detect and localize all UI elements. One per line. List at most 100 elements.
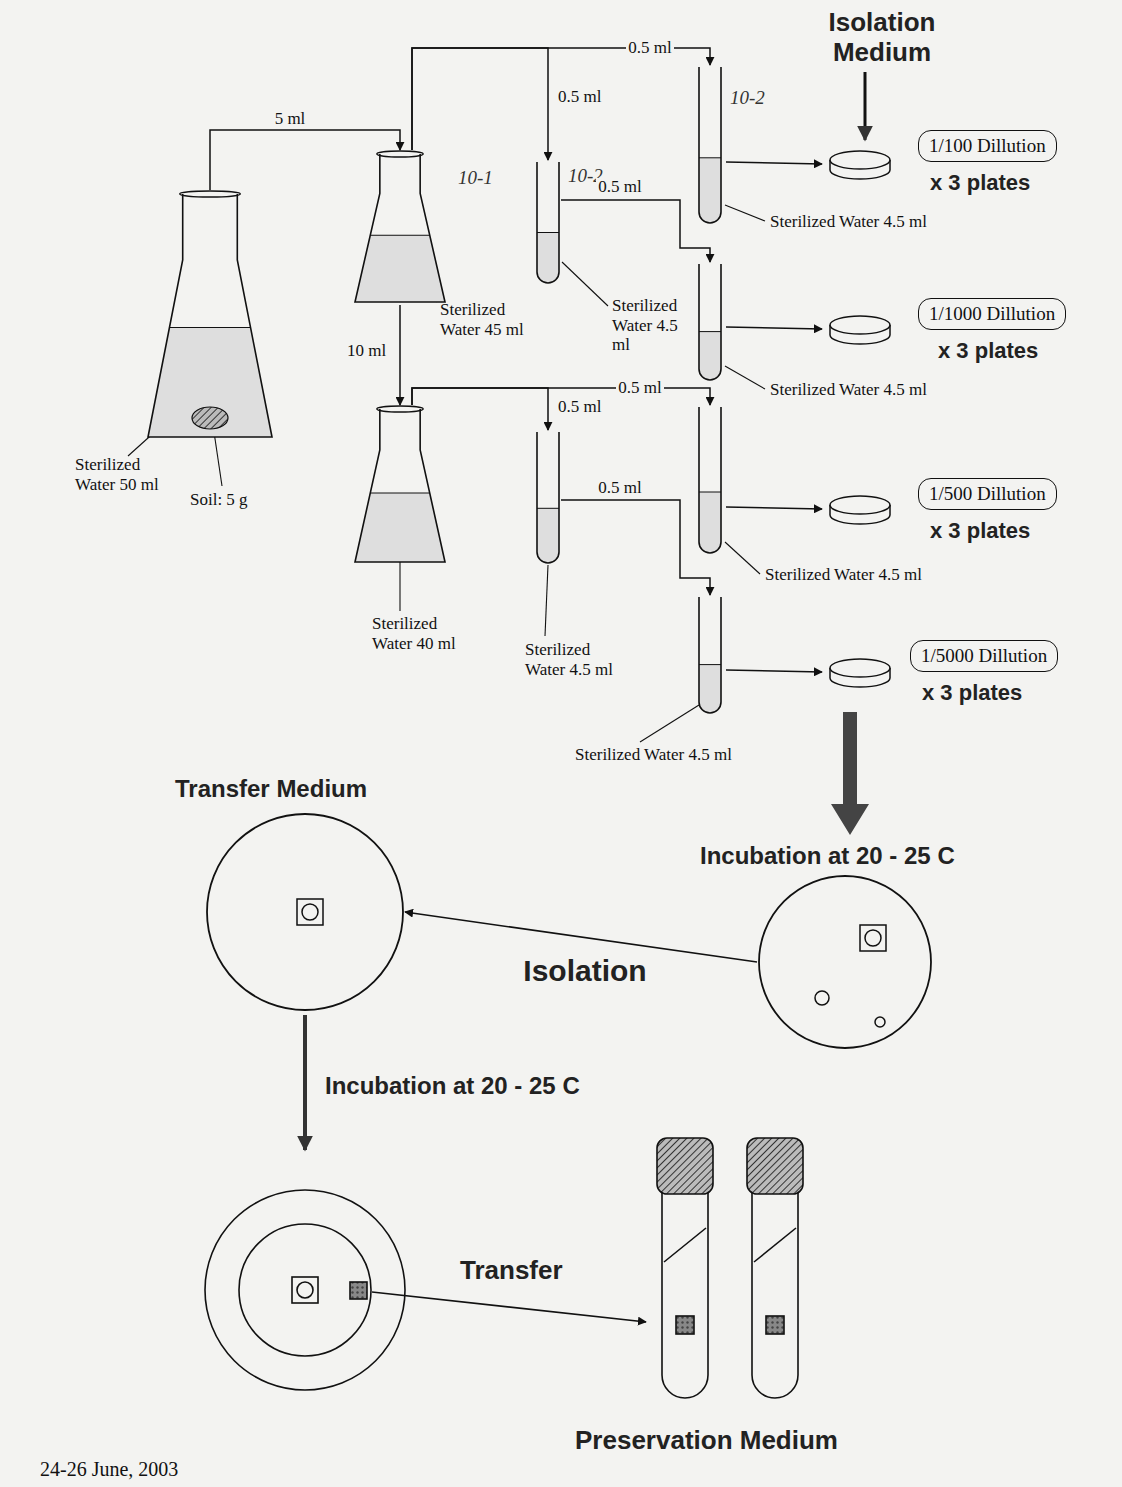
petri-dishes [830, 151, 890, 687]
dilution-label: 1/500 Dillution [929, 483, 1046, 505]
tube-outline [697, 65, 723, 225]
big-down-arrow [831, 712, 869, 835]
tube-wall [699, 407, 721, 553]
petri-dish [830, 659, 890, 677]
volume-label: 0.5 ml [596, 479, 643, 498]
leader-line [725, 366, 765, 389]
volume-label: 0.5 ml [556, 398, 603, 417]
preservation-tubes [657, 1138, 803, 1398]
growth-zone [239, 1224, 371, 1356]
water [537, 508, 559, 563]
section-heading: Isolation Medium [812, 8, 952, 68]
dilution-box: 1/1000 Dillution [918, 298, 1066, 330]
flask-lip [180, 191, 241, 197]
transfer-connector [412, 388, 548, 430]
vessel-label: Sterilized Water 4.5 ml [575, 745, 732, 765]
leader-lines [128, 205, 765, 742]
petri-plate: Incubation at 20 - 25 C [757, 874, 933, 1050]
plating-arrow [726, 162, 822, 164]
flask-wall [355, 154, 445, 302]
date-note: 24-26 June, 2003 [40, 1458, 178, 1481]
transfer-arrow [372, 1292, 646, 1322]
vessel-label: Sterilized Water 4.5 ml [765, 565, 922, 585]
tube-outline [697, 405, 723, 555]
mycelium-block [350, 1282, 367, 1299]
water-line [699, 492, 721, 493]
flask-wall [148, 194, 272, 437]
water [699, 332, 721, 380]
mycelium-block [766, 1316, 784, 1334]
flask: Sterilized Water 50 mlSoil: 5 g [145, 190, 275, 440]
flask: Sterilized Water 45 ml [352, 150, 448, 305]
stage-heading: Transfer Medium [175, 775, 367, 803]
volume-label: 5 ml [273, 110, 308, 129]
stage-label: Incubation at 20 - 25 C [325, 1072, 580, 1100]
petri-dish [830, 151, 890, 169]
flask: Sterilized Water 40 ml [352, 405, 448, 565]
circle-outline [205, 812, 405, 1012]
tube-wall [699, 67, 721, 223]
water-line [370, 235, 429, 236]
stage-heading: Incubation at 20 - 25 C [700, 842, 955, 870]
water [537, 233, 559, 284]
transfer-connector [210, 130, 400, 190]
tube-outline [697, 262, 723, 382]
leader-line [725, 542, 760, 574]
water [699, 492, 721, 553]
transfer-connector [399, 305, 401, 405]
agar-block [860, 925, 886, 951]
handwritten-note: 10-2 [730, 88, 765, 107]
plate-count: x 3 plates [922, 680, 1022, 705]
water-line [370, 493, 429, 494]
water-line [537, 232, 559, 233]
vessel-label: Sterilized Water 40 ml [372, 614, 457, 653]
colony [875, 1017, 885, 1027]
colony [297, 1282, 313, 1298]
vessel-label: Sterilized Water 4.5 ml [770, 212, 927, 232]
agar-slant [664, 1228, 706, 1262]
mycelium-block [676, 1316, 694, 1334]
volume-label: 0.5 ml [616, 379, 663, 398]
plate-count: x 3 plates [930, 170, 1030, 195]
test-tube: Sterilized Water 4.5 ml [535, 160, 561, 285]
volume-label: 0.5 ml [626, 39, 673, 58]
vessel-label: Sterilized Water 4.5 ml [612, 296, 698, 355]
dilution-label: 1/1000 Dillution [929, 303, 1055, 325]
handwritten-note: 10-1 [458, 168, 493, 187]
colony [815, 991, 829, 1005]
stage-label: Transfer [460, 1256, 563, 1286]
tube-outline [535, 160, 561, 285]
leader-line [545, 565, 548, 636]
colony [865, 930, 881, 946]
plating-arrow [726, 670, 822, 672]
plate-contents [297, 899, 886, 1027]
flask-outline [352, 405, 448, 565]
test-tube: Sterilized Water 4.5 ml [697, 595, 723, 715]
volume-label: 0.5 ml [596, 178, 643, 197]
tube-wall [699, 264, 721, 380]
transfer-plate [205, 1190, 405, 1390]
colony [302, 904, 318, 920]
volume-label: Isolation [521, 954, 648, 987]
vessel-label: Sterilized Water 45 ml [440, 300, 525, 339]
flask-lip [377, 406, 423, 412]
water-line [699, 664, 721, 665]
vessel-label: Soil: 5 g [190, 490, 248, 510]
agar-slant [754, 1228, 796, 1262]
down-arrow [303, 1015, 307, 1150]
transfer-connector [561, 500, 710, 595]
plate-count: x 3 plates [938, 338, 1038, 363]
petri-plate [205, 1190, 405, 1390]
agar-block [292, 1277, 318, 1303]
leader-line [725, 205, 765, 221]
tube-wall [699, 597, 721, 713]
tube-wall [537, 162, 559, 283]
flask-lip [377, 151, 423, 157]
water [699, 665, 721, 713]
soil-sample [192, 407, 228, 429]
tube-outline [535, 430, 561, 565]
flask-wall [355, 409, 445, 562]
test-tube: Sterilized Water 4.5 ml [697, 262, 723, 382]
transfer-connector [561, 200, 710, 262]
leader-line [562, 262, 608, 306]
